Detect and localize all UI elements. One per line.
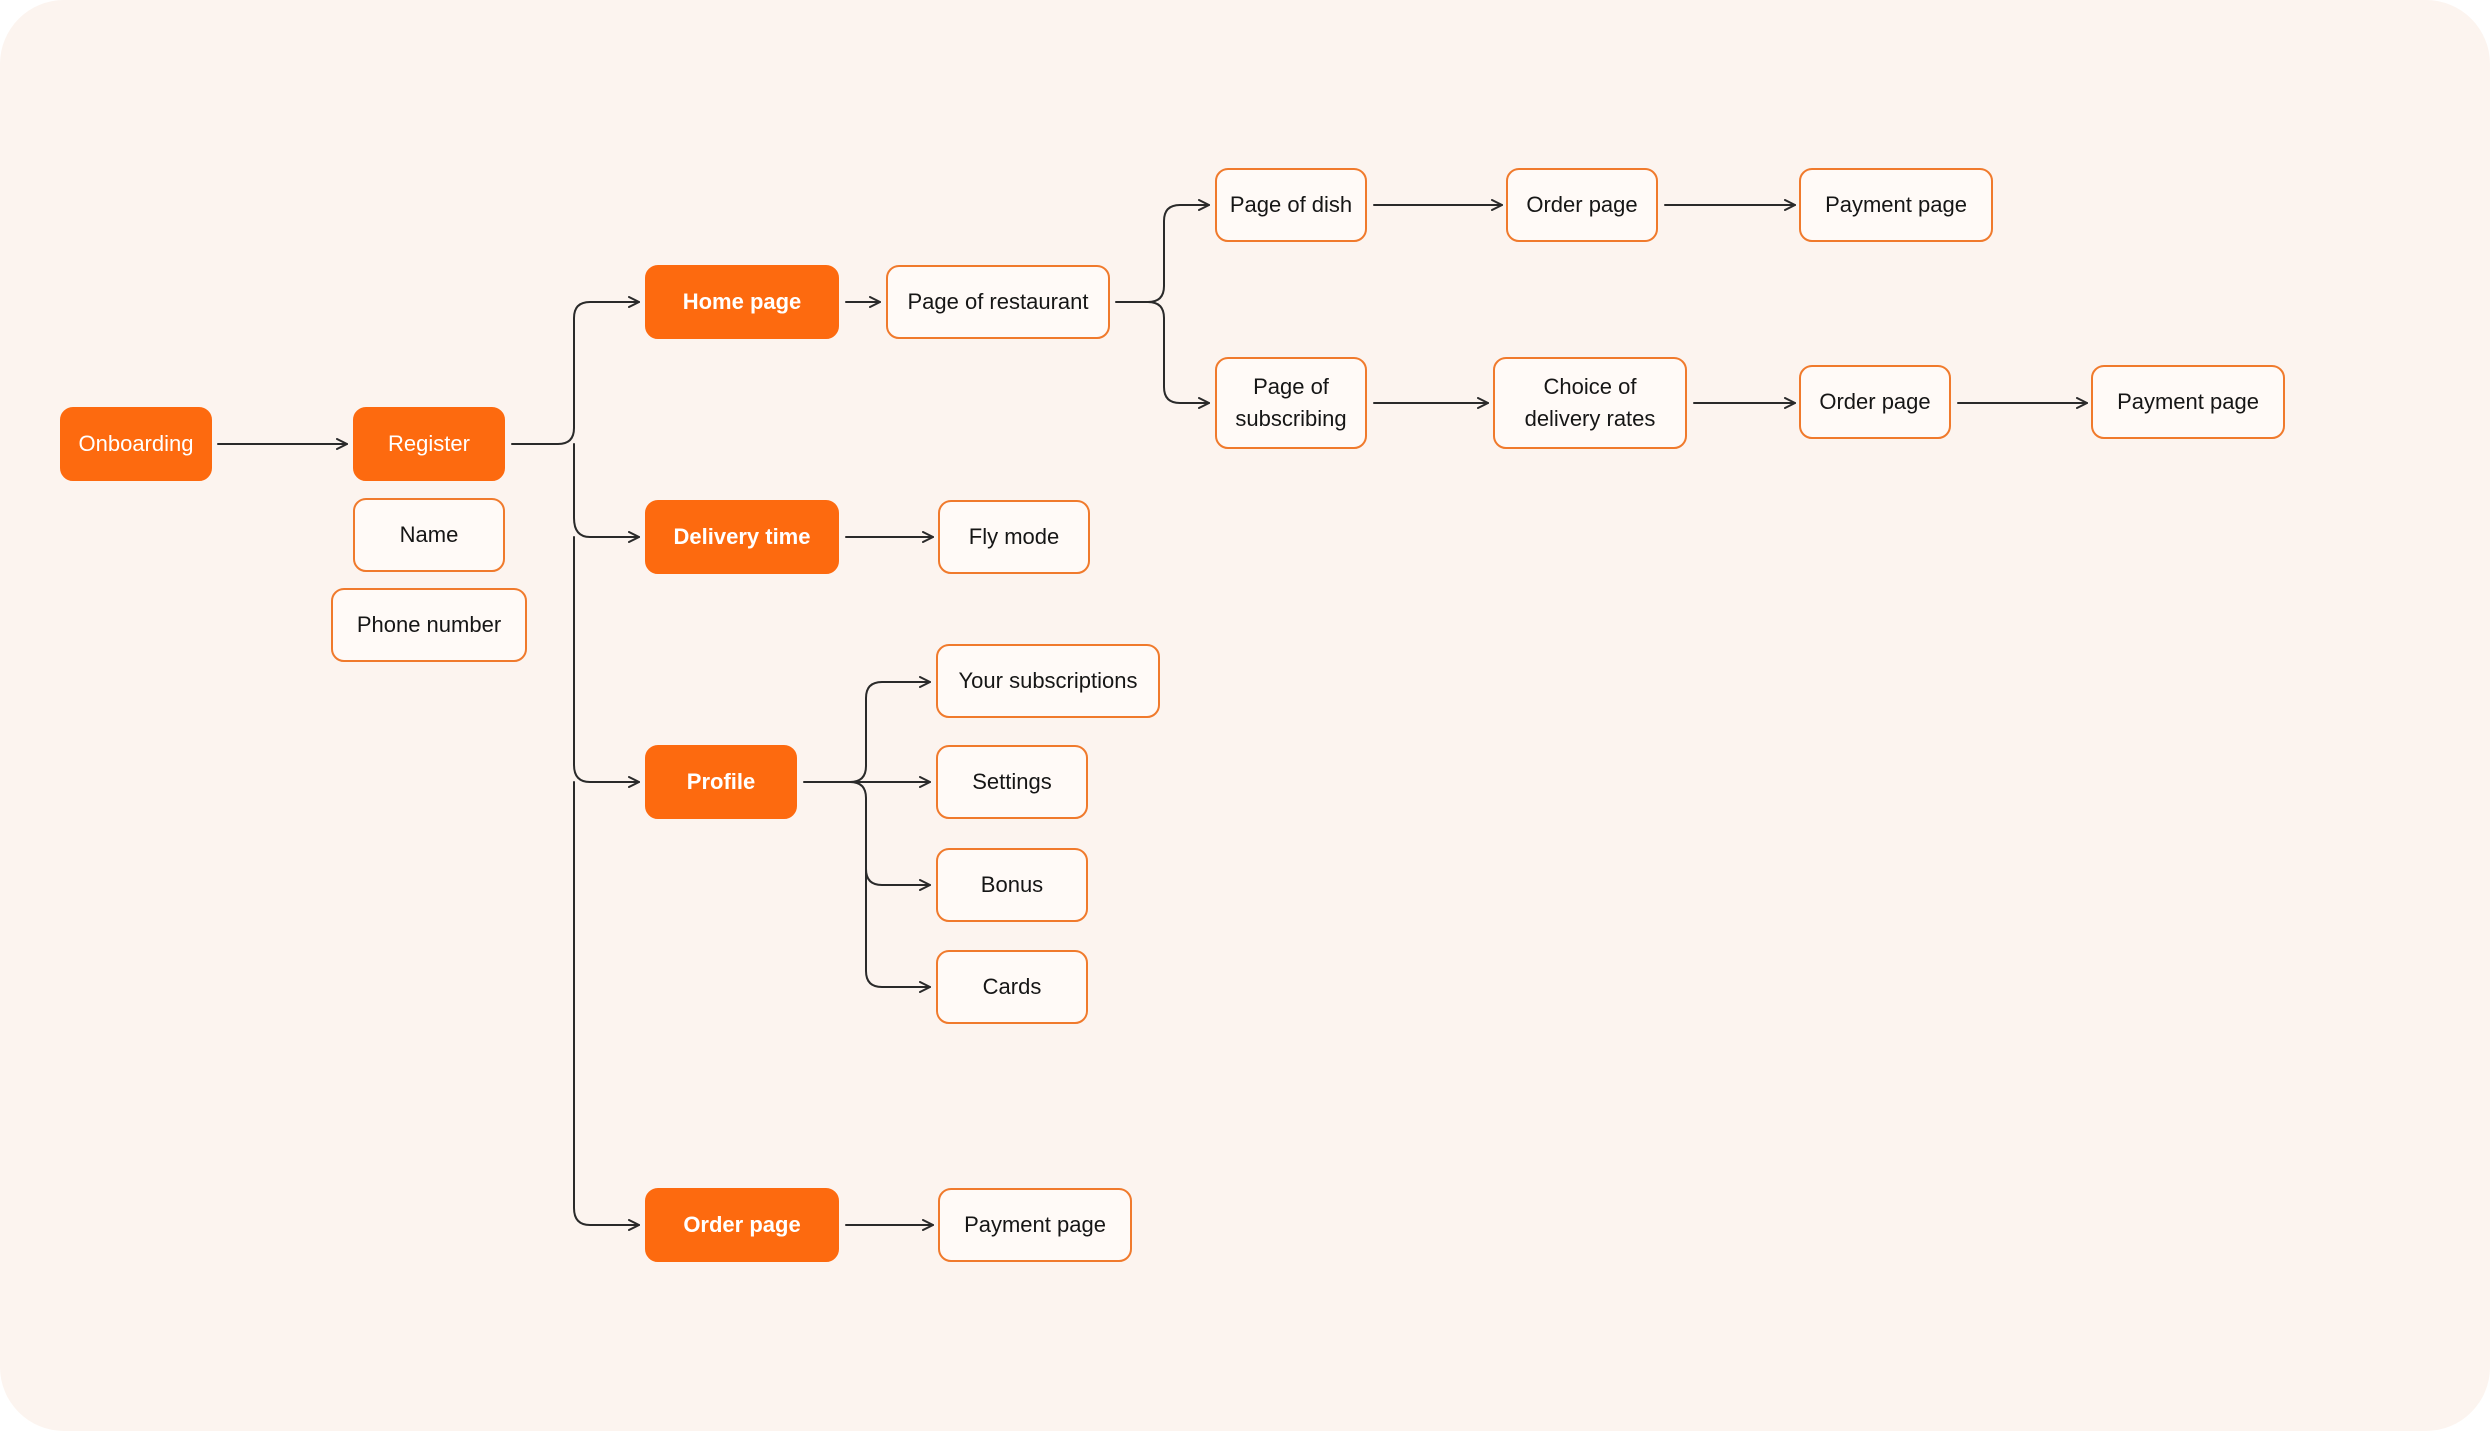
node-name[interactable]: Name <box>353 498 505 572</box>
node-choice-of-delivery-rates[interactable]: Choice of delivery rates <box>1493 357 1687 449</box>
node-phone-number[interactable]: Phone number <box>331 588 527 662</box>
node-payment-page[interactable]: Payment page <box>938 1188 1132 1262</box>
arrow-register-to-order-page <box>573 781 640 1231</box>
node-page-of-restaurant[interactable]: Page of restaurant <box>886 265 1110 339</box>
node-register[interactable]: Register <box>353 407 505 481</box>
node-payment-page-dish[interactable]: Payment page <box>1799 168 1993 242</box>
node-home-page[interactable]: Home page <box>645 265 839 339</box>
arrow-register-to-profile <box>573 536 640 788</box>
node-your-subscriptions[interactable]: Your subscriptions <box>936 644 1160 718</box>
node-bonus[interactable]: Bonus <box>936 848 1088 922</box>
node-profile[interactable]: Profile <box>645 745 797 819</box>
node-fly-mode[interactable]: Fly mode <box>938 500 1090 574</box>
node-settings[interactable]: Settings <box>936 745 1088 819</box>
node-cards[interactable]: Cards <box>936 950 1088 1024</box>
node-order-page-dish[interactable]: Order page <box>1506 168 1658 242</box>
arrow-register-to-delivery-time <box>573 443 640 543</box>
node-order-page[interactable]: Order page <box>645 1188 839 1262</box>
node-order-page-subscribing[interactable]: Order page <box>1799 365 1951 439</box>
node-delivery-time[interactable]: Delivery time <box>645 500 839 574</box>
arrow-profile-to-cards <box>865 868 931 993</box>
arrow-restaurant-to-subscribing <box>1147 301 1210 409</box>
node-onboarding[interactable]: Onboarding <box>60 407 212 481</box>
node-page-of-dish[interactable]: Page of dish <box>1215 168 1367 242</box>
node-page-of-subscribing[interactable]: Page of subscribing <box>1215 357 1367 449</box>
connector-register-stem <box>511 296 640 445</box>
arrow-restaurant-to-dish <box>1115 199 1210 303</box>
arrow-profile-to-subscriptions <box>803 676 931 783</box>
node-payment-page-subscribing[interactable]: Payment page <box>2091 365 2285 439</box>
arrow-profile-to-bonus <box>849 781 931 891</box>
